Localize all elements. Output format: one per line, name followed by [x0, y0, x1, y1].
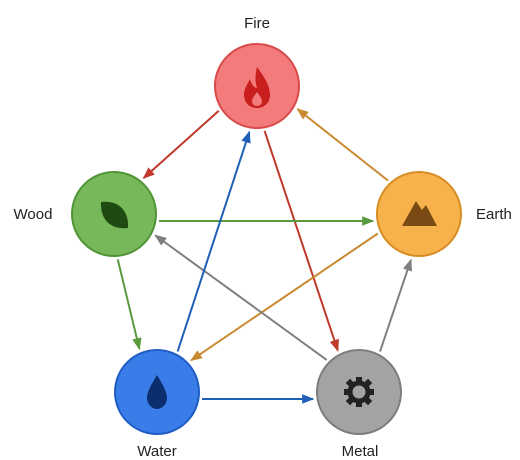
earth-label: Earth: [476, 206, 512, 223]
arrow-earth-to-fire: [296, 108, 389, 182]
arrows-layer: [116, 108, 413, 404]
water-label: Water: [137, 443, 176, 460]
node-earth: Earth: [376, 171, 512, 257]
wood-label: Wood: [14, 206, 53, 223]
node-fire: Fire: [214, 15, 300, 129]
arrow-wood-to-water: [116, 259, 142, 351]
arrow-earth-to-water: [190, 232, 379, 362]
metal-label: Metal: [342, 443, 379, 460]
fire-label: Fire: [244, 15, 270, 32]
flame-icon: [244, 67, 270, 108]
arrow-metal-to-earth: [379, 258, 413, 352]
metal-circle: [316, 349, 402, 435]
node-wood: Wood: [14, 171, 157, 257]
arrow-fire-to-wood: [142, 110, 220, 179]
mountain-icon: [402, 201, 437, 226]
arrow-metal-to-wood: [154, 234, 328, 361]
node-metal: Metal: [316, 349, 402, 460]
leaf-icon: [100, 201, 129, 229]
arrow-water-to-fire: [176, 130, 251, 352]
droplet-icon: [147, 375, 167, 409]
arrow-fire-to-metal: [263, 130, 339, 352]
node-water: Water: [114, 349, 200, 460]
gear-icon: [344, 377, 374, 407]
